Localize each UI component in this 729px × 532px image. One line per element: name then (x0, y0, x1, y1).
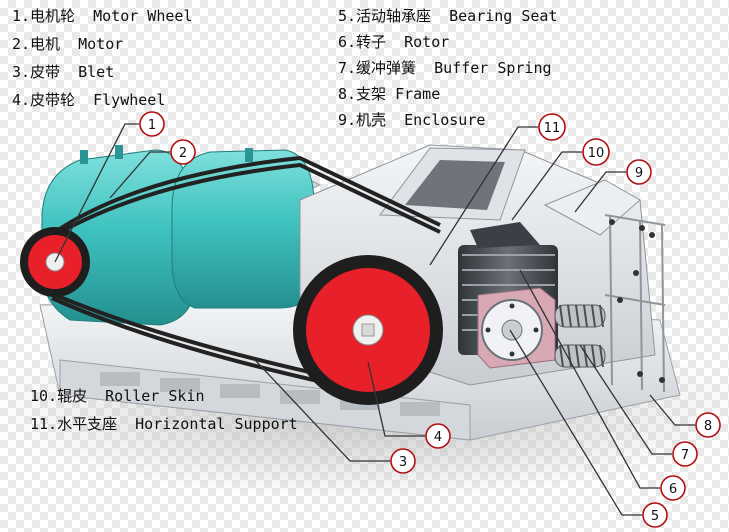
leader-lines (54, 123, 695, 516)
callout-number: 9 (635, 166, 643, 181)
legend-item-6: 6.转子 Rotor (338, 33, 449, 51)
callout-5: 5 (642, 502, 668, 528)
drive-belts (47, 155, 441, 389)
callout-8: 8 (695, 412, 721, 438)
enclosure-right-panel (543, 179, 641, 236)
legend-item-8: 8.支架 Frame (338, 85, 440, 103)
legend-item-11: 11.水平支座 Horizontal Support (30, 415, 298, 433)
callout-9: 9 (626, 159, 652, 185)
callout-4: 4 (425, 423, 451, 449)
callout-number: 10 (588, 146, 605, 161)
callout-3: 3 (390, 448, 416, 474)
legend-item-7: 7.缓冲弹簧 Buffer Spring (338, 59, 552, 77)
legend-item-2: 2.电机 Motor (12, 35, 123, 53)
callout-number: 6 (669, 482, 677, 497)
legend-item-9: 9.机壳 Enclosure (338, 111, 485, 129)
callout-11: 11 (538, 113, 566, 141)
callout-number: 5 (651, 509, 659, 524)
callout-number: 8 (704, 419, 712, 434)
legend-item-10: 10.辊皮 Roller Skin (30, 387, 205, 405)
callout-10: 10 (582, 138, 610, 166)
callout-number: 3 (399, 455, 407, 470)
buffer-springs (554, 304, 606, 368)
bearing-seat (477, 287, 556, 369)
flywheel (293, 255, 443, 405)
callout-number: 11 (544, 121, 561, 136)
legend-item-4: 4.皮带轮 Flywheel (12, 91, 165, 109)
hopper-inner (405, 160, 505, 210)
callout-number: 4 (434, 430, 442, 445)
callout-2: 2 (170, 139, 196, 165)
legend-item-5: 5.活动轴承座 Bearing Seat (338, 7, 558, 25)
callout-number: 1 (148, 118, 156, 133)
frame-bolts (609, 219, 665, 383)
callout-1: 1 (139, 111, 165, 137)
callout-number: 2 (179, 146, 187, 161)
callout-7: 7 (672, 441, 698, 467)
legend-item-1: 1.电机轮 Motor Wheel (12, 7, 192, 25)
callout-6: 6 (660, 475, 686, 501)
right-frame-cage (604, 214, 666, 393)
legend-item-3: 3.皮带 Blet (12, 63, 114, 81)
machine-illustration (20, 144, 681, 441)
legend: 1.电机轮 Motor Wheel 2.电机 Motor 3.皮带 Blet 4… (12, 7, 558, 433)
callout-number: 7 (681, 448, 689, 463)
